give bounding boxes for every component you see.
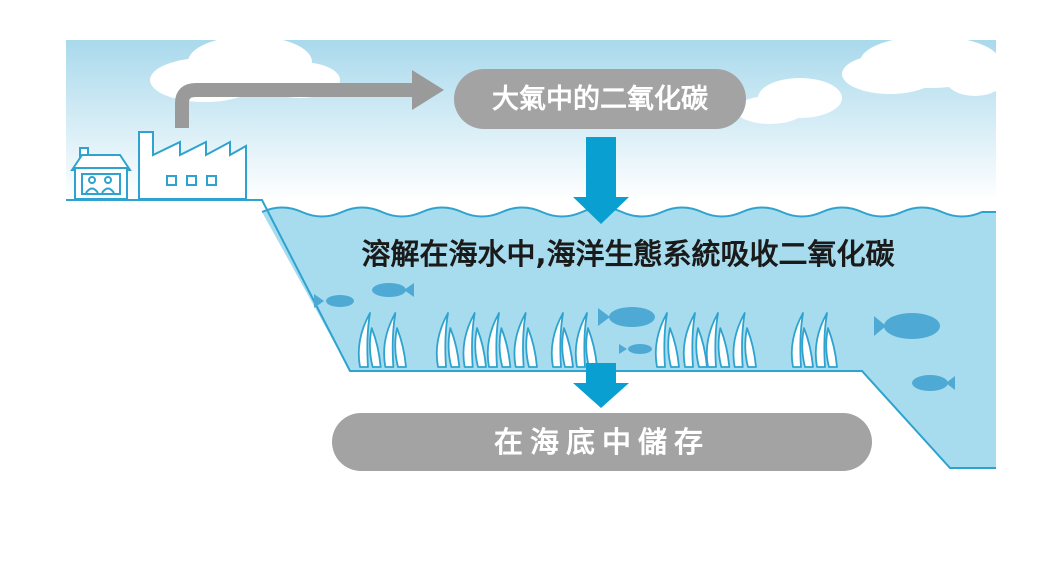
seaweed-blade	[369, 327, 382, 368]
seaweed-blade	[574, 312, 588, 368]
seaweed-icon	[790, 312, 838, 368]
seaweed-blade	[462, 312, 476, 368]
seaweed-blade	[561, 327, 574, 368]
seabed-label: 在海底中儲存	[494, 425, 710, 459]
seaweed-blade	[744, 327, 757, 368]
seaweed-blade	[682, 312, 696, 368]
seaweed-blade	[447, 327, 461, 368]
atmosphere-pill	[454, 69, 746, 129]
seaweed-blade	[383, 312, 397, 368]
emission-arrow-head	[412, 70, 444, 110]
seaweed-blade	[825, 327, 838, 368]
seaweed-group	[357, 312, 838, 368]
fish-icon	[619, 344, 652, 354]
seaweed-icon	[486, 312, 538, 368]
seaweed-blade	[357, 312, 371, 368]
seaweed-blade	[695, 327, 708, 368]
atmosphere-label: 大氣中的二氧化碳	[492, 83, 709, 115]
seaweed-blade	[717, 327, 731, 368]
seaweed-icon	[357, 312, 407, 368]
sea-surface-line	[261, 206, 996, 218]
factory-icon	[138, 131, 247, 200]
seaweed-blade	[790, 312, 804, 368]
seaweed-blade	[705, 312, 719, 368]
seaweed-blade	[732, 312, 746, 368]
seaweed-blade	[474, 327, 487, 368]
seaweed-blade	[435, 312, 449, 368]
seaweed-blade	[654, 312, 668, 368]
seaweed-blade	[513, 312, 527, 368]
storage-arrow-head	[573, 383, 629, 408]
seaweed-icon	[435, 312, 487, 368]
ocean-label: 溶解在海水中,海洋生態系統吸收二氧化碳	[361, 237, 895, 271]
seaweed-blade	[667, 327, 680, 368]
seaweed-blade	[550, 312, 564, 368]
seaweed-icon	[654, 312, 708, 368]
seaweed-blade	[394, 327, 407, 368]
seabed-pill	[332, 413, 872, 471]
fish-icon	[598, 307, 655, 327]
seaweed-blade	[801, 327, 814, 368]
fish-icon	[874, 313, 940, 339]
absorption-arrow-head	[573, 197, 629, 224]
sea-basin	[262, 207, 996, 468]
seaweed-icon	[705, 312, 757, 368]
seaweed-blade	[486, 312, 500, 368]
absorption-arrow-shaft	[586, 137, 616, 199]
house-icon	[70, 147, 132, 200]
seaweed-icon	[550, 312, 598, 368]
cloud-icon	[736, 78, 842, 124]
storage-arrow-shaft	[586, 363, 616, 385]
cloud-icon	[842, 36, 1005, 96]
fish-icon	[372, 283, 414, 297]
fish-icon	[912, 375, 955, 391]
seaweed-blade	[814, 312, 828, 368]
emission-arrow	[175, 83, 415, 128]
fish-icon	[314, 294, 354, 308]
seaweed-blade	[525, 327, 538, 368]
seaweed-blade	[498, 327, 512, 368]
seaweed-blade	[585, 327, 598, 368]
